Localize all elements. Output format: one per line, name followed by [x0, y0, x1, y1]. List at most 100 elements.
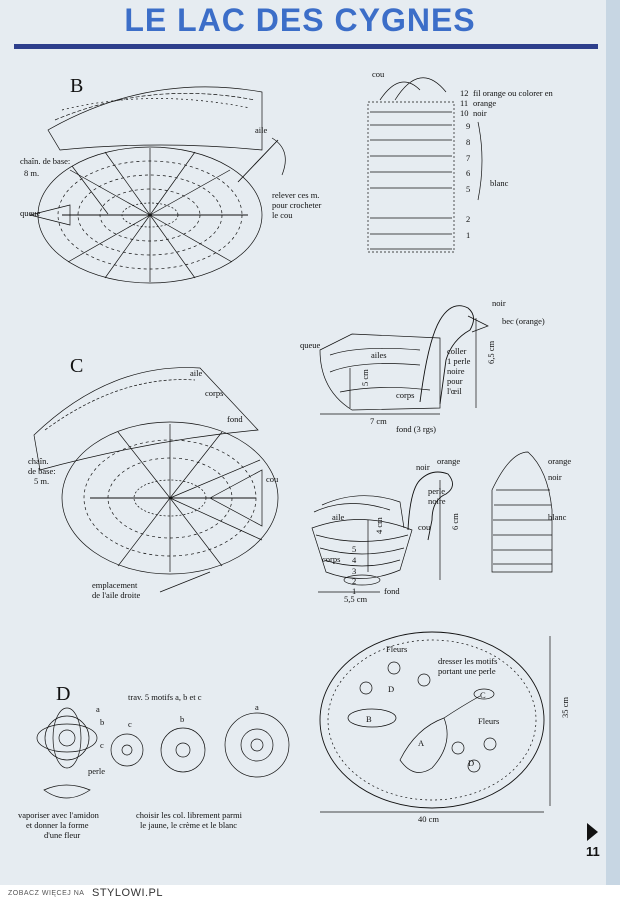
- s3d-height-6: 6 cm: [450, 513, 460, 530]
- c-label-chain-2: de base:: [28, 466, 56, 476]
- next-page-arrow-icon: [587, 823, 598, 841]
- d-label-perle: perle: [88, 766, 105, 776]
- head-label-orange: orange: [548, 456, 571, 466]
- lake-b: B: [366, 714, 372, 724]
- side-label-bec: bec (orange): [502, 316, 545, 326]
- lake-height: 35 cm: [560, 697, 570, 718]
- side-label-corps: corps: [396, 390, 414, 400]
- neck-row-9: 9: [466, 121, 470, 131]
- page-edge: [606, 0, 620, 885]
- side-label-fond: fond (3 rgs): [396, 424, 436, 434]
- neck-row-11: 11: [460, 98, 468, 108]
- b-label-queue: queue: [20, 208, 41, 218]
- d-left-3: d'une fleur: [44, 830, 80, 840]
- side-label-noir: noir: [492, 298, 506, 308]
- section-d-flowers: D trav. 5 motifs a, b et c a b c perle c…: [18, 683, 290, 840]
- side-coller-3: noire: [447, 366, 465, 376]
- b-label-aile: aile: [255, 125, 267, 135]
- section-d-letter: D: [56, 683, 70, 705]
- s3d-height-4: 4 cm: [374, 517, 384, 534]
- side-height-5: 5 cm: [360, 369, 370, 386]
- section-c-letter: C: [70, 355, 83, 377]
- neck-row10-note: noir: [473, 108, 487, 118]
- s3d-label-aile: aile: [332, 512, 344, 522]
- s3d-label-corps: corps: [322, 554, 340, 564]
- lake-dresser-2: portant une perle: [438, 666, 496, 676]
- b-label-relever-1: relever ces m.: [272, 190, 319, 200]
- head-label-noir: noir: [548, 472, 562, 482]
- s3d-row-5: 5: [352, 544, 356, 554]
- b-label-relever-3: le cou: [272, 210, 293, 220]
- page-number: 11: [586, 844, 600, 859]
- d-layer-b: b: [100, 717, 104, 727]
- d-right-1: choisir les col. librement parmi: [136, 810, 243, 820]
- section-c-chart: C aile corps fond chaîn. de base: 5 m. c…: [28, 355, 279, 600]
- neck-row-12: 12: [460, 88, 469, 98]
- swan-3d-diagram: noir orange perle noire cou aile corps f…: [311, 456, 460, 604]
- lake-d2: D: [468, 758, 474, 768]
- side-label-queue: queue: [300, 340, 321, 350]
- title-rule: [14, 44, 598, 49]
- c-label-aile: aile: [190, 368, 202, 378]
- s3d-row-3: 3: [352, 566, 356, 576]
- s3d-row-4: 4: [352, 555, 357, 565]
- c-label-cou: cou: [266, 474, 279, 484]
- c-label-emplacement-2: de l'aile droite: [92, 590, 140, 600]
- s3d-row-2: 2: [352, 576, 356, 586]
- head-chart: orange noir blanc: [491, 451, 571, 573]
- c-label-emplacement-1: emplacement: [92, 580, 138, 590]
- side-coller-5: l'œil: [447, 386, 462, 396]
- c-label-chain-3: 5 m.: [34, 476, 49, 486]
- s3d-label-perle-1: perle: [428, 486, 445, 496]
- c-label-corps: corps: [205, 388, 223, 398]
- s3d-label-fond: fond: [384, 586, 400, 596]
- page-title: LE LAC DES CYGNES: [124, 2, 476, 38]
- d-left-1: vaporiser avec l'amidon: [18, 810, 100, 820]
- neck-row-7: 7: [466, 153, 470, 163]
- d-layer-c: c: [100, 740, 104, 750]
- d-layer-a: a: [96, 704, 100, 714]
- side-coller-2: 1 perle: [447, 356, 471, 366]
- b-label-chain-2: 8 m.: [24, 168, 39, 178]
- footer-prefix: ZOBACZ WIĘCEJ NA: [8, 890, 85, 897]
- s3d-row-1: 1: [352, 586, 356, 596]
- d-left-2: et donner la forme: [26, 820, 89, 830]
- neck-row12-note: fil orange ou colorer en: [473, 88, 554, 98]
- neck-row-5: 5: [466, 184, 470, 194]
- neck-row-6: 6: [466, 168, 470, 178]
- neck-row-10: 10: [460, 108, 469, 118]
- neck-label-blanc: blanc: [490, 178, 509, 188]
- lake-diagram: Fleurs dresser les motifs portant une pe…: [319, 631, 570, 824]
- lake-dresser-1: dresser les motifs: [438, 656, 498, 666]
- d-motif-a-label: a: [255, 702, 259, 712]
- d-motif-b-label: b: [180, 714, 184, 724]
- s3d-label-perle-2: noire: [428, 496, 446, 506]
- neck-row-1: 1: [466, 230, 470, 240]
- head-label-blanc: blanc: [548, 512, 567, 522]
- c-label-chain-1: chaîn.: [28, 456, 49, 466]
- b-label-relever-2: pour crocheter: [272, 200, 321, 210]
- s3d-width: 5,5 cm: [344, 594, 368, 604]
- d-caption: trav. 5 motifs a, b et c: [128, 692, 202, 702]
- lake-d1: D: [388, 684, 394, 694]
- side-label-ailes: ailes: [371, 350, 387, 360]
- lake-a: A: [418, 738, 425, 748]
- section-b-chart: B aile chaîn. de base: 8 m. queue releve…: [20, 75, 321, 284]
- d-motif-c-label: c: [128, 719, 132, 729]
- side-coller-1: coller: [447, 346, 467, 356]
- lake-fleurs-top: Fleurs: [386, 644, 407, 654]
- footer-site-link[interactable]: STYLOWI.PL: [92, 887, 164, 899]
- s3d-label-noir: noir: [416, 462, 430, 472]
- footer-bar: ZOBACZ WIĘCEJ NA STYLOWI.PL: [0, 885, 620, 905]
- s3d-label-cou: cou: [418, 522, 431, 532]
- lake-c: C: [480, 690, 486, 700]
- neck-row11-note: orange: [473, 98, 496, 108]
- neck-label-cou: cou: [372, 69, 385, 79]
- side-height-65: 6,5 cm: [486, 340, 496, 364]
- lake-fleurs-right: Fleurs: [478, 716, 499, 726]
- lake-width: 40 cm: [418, 814, 439, 824]
- s3d-label-orange: orange: [437, 456, 460, 466]
- neck-chart: cou 12 fil orange ou colorer en 11 orang…: [367, 69, 554, 253]
- b-label-chain-1: chaîn. de base:: [20, 156, 70, 166]
